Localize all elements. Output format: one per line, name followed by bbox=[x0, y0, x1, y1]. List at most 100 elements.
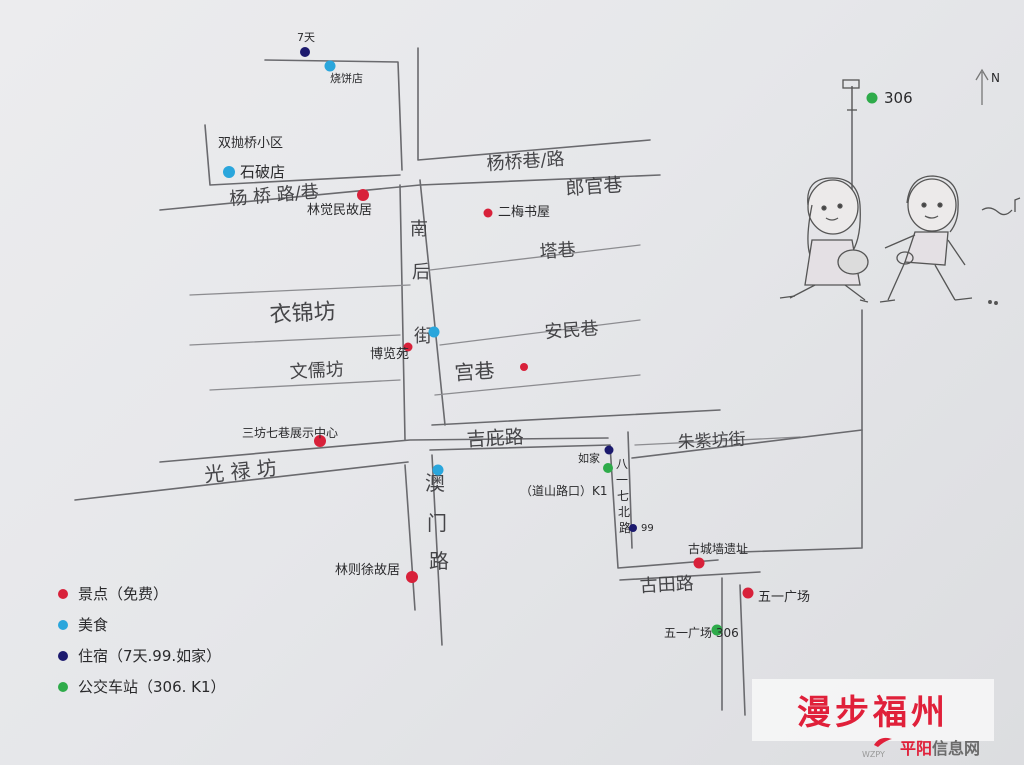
label-zhuzifang: 朱紫坊街 bbox=[677, 429, 746, 453]
label-shuangbao: 双抛桥小区 bbox=[218, 136, 283, 151]
road-anmin bbox=[439, 319, 641, 346]
legend: 景点（免费） 美食 住宿（7天.99.如家） 公交车站（306. K1） bbox=[58, 585, 226, 696]
road-network bbox=[74, 47, 863, 716]
hotel-7days-label: 7天 bbox=[297, 31, 315, 44]
hotel-rujia-dot[interactable] bbox=[604, 445, 614, 455]
bus-markers: 306 （道山路口）K1 五一广场 306 bbox=[520, 89, 913, 640]
hotel-99-dot[interactable] bbox=[629, 524, 637, 532]
road-top-loop bbox=[264, 59, 403, 171]
bus-306-north-dot[interactable] bbox=[866, 92, 878, 104]
label-guanglu: 光 禄 坊 bbox=[203, 456, 278, 487]
sight-linjuemin-dot[interactable] bbox=[357, 189, 369, 201]
legend-food-dot bbox=[58, 620, 68, 630]
label-yangqiao-west: 杨 桥 路/巷 bbox=[229, 181, 320, 210]
road-jiqing-top bbox=[431, 409, 721, 426]
legend-sight-dot bbox=[58, 589, 68, 599]
site-watermark-small: WZPY bbox=[862, 750, 885, 759]
site-name-b: 信息网 bbox=[932, 739, 981, 758]
sight-linzexu-dot[interactable] bbox=[406, 571, 418, 583]
sight-linzexu-label: 林则徐故居 bbox=[335, 563, 400, 578]
label-ta: 塔巷 bbox=[539, 240, 576, 263]
sight-chenyuan-dot[interactable] bbox=[403, 342, 413, 352]
label-wenru: 文儒坊 bbox=[289, 359, 344, 383]
sight-sanfang-label: 三坊七巷展示中心 bbox=[242, 425, 338, 440]
road-guanglu-bottom bbox=[74, 461, 409, 501]
bus-k1-label: （道山路口）K1 bbox=[520, 483, 608, 498]
brand-title: 漫步福州 bbox=[797, 693, 949, 733]
bus-306-north-label: 306 bbox=[884, 89, 913, 107]
label-aomen-2: 门 bbox=[427, 511, 447, 535]
food-kaoxiang-dot[interactable] bbox=[324, 60, 336, 72]
label-nanhoujie-2: 后 bbox=[412, 262, 430, 283]
sight-markers: 林觉民故居 二梅书屋 博览苑 三坊七巷展示中心 林则徐故居 古城墙遗址 五一广场 bbox=[242, 189, 810, 605]
road-817-west bbox=[609, 444, 719, 569]
road-jiqing-bottom bbox=[429, 444, 611, 451]
road-yijin bbox=[189, 284, 411, 296]
hotel-rujia-label: 如家 bbox=[578, 451, 600, 465]
legend-bus-label: 公交车站（306. K1） bbox=[78, 678, 226, 696]
label-aomen: 澳 bbox=[425, 471, 445, 495]
food-markers: 烧饼店 石破店 bbox=[223, 60, 444, 476]
road-aomen-west bbox=[404, 464, 416, 611]
road-yijin-2 bbox=[189, 334, 401, 346]
label-817-a: 八 bbox=[616, 457, 628, 471]
street-labels: 杨桥巷/路 郎官巷 杨 桥 路/巷 南 后 街 塔巷 衣锦坊 文儒坊 安民巷 宫… bbox=[203, 136, 746, 597]
label-gutian: 古田路 bbox=[639, 573, 694, 597]
food-kaoxiang-label: 烧饼店 bbox=[330, 71, 363, 85]
sight-wuyi-label: 五一广场 bbox=[758, 590, 810, 605]
bus-wuyi-dot[interactable] bbox=[711, 624, 723, 636]
sight-chenyuan-label: 博览苑 bbox=[370, 346, 409, 362]
road-wenru bbox=[209, 379, 401, 391]
sight-gong-dot[interactable] bbox=[520, 363, 528, 371]
sight-wuyi-dot[interactable] bbox=[742, 587, 754, 599]
food-nanhoujie-dot[interactable] bbox=[428, 326, 440, 338]
label-langguan: 郎官巷 bbox=[565, 174, 623, 200]
road-east-loop bbox=[739, 309, 863, 553]
hotel-7days-dot[interactable] bbox=[300, 47, 310, 57]
food-shipo-dot[interactable] bbox=[223, 166, 235, 178]
label-817-d: 北 bbox=[618, 505, 630, 519]
label-817-b: 一 bbox=[616, 473, 628, 487]
legend-hotel-dot bbox=[58, 651, 68, 661]
site-name-a: 平阳 bbox=[900, 739, 933, 758]
label-yijin: 衣锦坊 bbox=[269, 300, 336, 328]
label-817-c: 七 bbox=[617, 489, 629, 503]
site-logo-icon bbox=[874, 737, 892, 747]
road-zhuzifang-2 bbox=[631, 429, 863, 459]
legend-sight-label: 景点（免费） bbox=[78, 585, 168, 603]
brand-banner: 漫步福州 bbox=[752, 679, 994, 741]
road-gong bbox=[434, 374, 641, 396]
road-zhuzifang bbox=[634, 436, 801, 446]
label-yangqiao: 杨桥巷/路 bbox=[486, 149, 565, 175]
bus-k1-dot[interactable] bbox=[603, 463, 613, 473]
sight-ershuzhou-dot[interactable] bbox=[483, 208, 493, 218]
food-aomen-dot[interactable] bbox=[432, 464, 444, 476]
bus-sign-icon bbox=[842, 79, 860, 111]
legend-hotel-label: 住宿（7天.99.如家） bbox=[78, 647, 221, 665]
road-yangqiao-north bbox=[417, 47, 651, 161]
label-817-e: 路 bbox=[619, 520, 631, 535]
walking-girls-illustration bbox=[779, 175, 1021, 305]
label-aomen-3: 路 bbox=[429, 549, 449, 573]
road-gutian bbox=[619, 571, 761, 581]
sight-linjuemin-label: 林觉民故居 bbox=[307, 203, 372, 218]
north-arrow: N bbox=[975, 68, 1000, 105]
food-shipo-label: 石破店 bbox=[240, 163, 285, 181]
sight-gucheng-label: 古城墙遗址 bbox=[688, 541, 748, 556]
label-nanhoujie-1: 南 bbox=[410, 219, 428, 240]
sight-ershuzhou-label: 二梅书屋 bbox=[498, 205, 550, 220]
road-ta bbox=[429, 244, 641, 271]
sight-sanfang-dot[interactable] bbox=[314, 435, 326, 447]
site-watermark: 平阳信息网 bbox=[900, 735, 980, 759]
legend-bus-dot bbox=[58, 682, 68, 692]
road-nanhoujie-east bbox=[419, 179, 446, 426]
north-label: N bbox=[991, 71, 1000, 85]
sight-gucheng-dot[interactable] bbox=[693, 557, 705, 569]
label-anmin: 安民巷 bbox=[544, 318, 599, 343]
bus-wuyi-label: 五一广场 306 bbox=[664, 626, 739, 640]
label-nanhoujie-3: 街 bbox=[414, 326, 432, 347]
road-shuangbao bbox=[204, 124, 401, 186]
label-jiqing: 吉庇路 bbox=[466, 426, 524, 451]
road-guanglu-top bbox=[159, 437, 609, 463]
legend-food-label: 美食 bbox=[78, 616, 108, 634]
